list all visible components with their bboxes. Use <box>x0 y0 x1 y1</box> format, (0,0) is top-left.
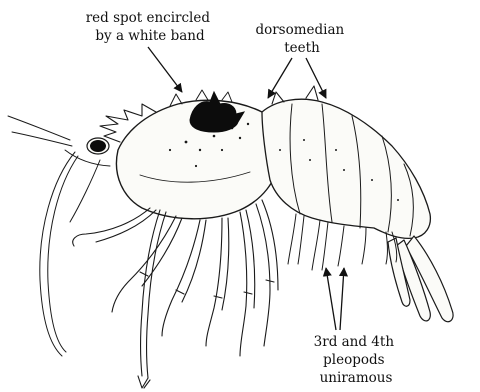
antenna-long-inner <box>48 156 78 352</box>
chela-arm <box>141 210 161 376</box>
carapace <box>100 90 280 219</box>
leg-joints <box>140 272 274 298</box>
walking-legs <box>73 200 278 356</box>
antennule-lower <box>12 132 72 146</box>
eye-cornea <box>90 140 106 152</box>
antennal-scale-edge <box>70 160 100 222</box>
pereopod-3 <box>206 218 222 346</box>
pleopod-arrow-right <box>340 268 344 330</box>
red-spot-label-line1: red spot encircled <box>86 10 211 26</box>
pleopod-2 <box>312 220 328 270</box>
antennule-upper <box>8 116 70 140</box>
pleopod-3 <box>338 226 344 266</box>
dorsomedian-label-line2: teeth <box>284 40 320 56</box>
red-spot-arrow <box>148 47 182 92</box>
chela-arm-inner <box>147 212 167 378</box>
red-spot-label: red spot encircled by a white band <box>86 10 215 44</box>
tail-fan <box>388 236 453 322</box>
chela-tip <box>138 376 150 388</box>
pleopods-label: 3rd and 4th pleopods uniramous <box>314 334 399 386</box>
pleopod-4 <box>362 228 366 264</box>
pereopod-5 <box>256 204 270 346</box>
pereopod-2-inner <box>182 220 206 302</box>
dorsomedian-label-line1: dorsomedian <box>255 22 344 38</box>
pleopods-label-line3: uniramous <box>320 370 393 386</box>
long-chela <box>138 210 166 388</box>
dorsomedian-teeth-label: dorsomedian teeth <box>255 22 348 56</box>
third-maxilliped <box>73 208 150 246</box>
third-maxilliped-inner <box>96 210 156 242</box>
pleopods-label-line2: pleopods <box>323 352 384 368</box>
pleopod-arrow-left <box>326 268 336 330</box>
red-spot-label-line2: by a white band <box>95 28 205 44</box>
pereopod-1 <box>112 216 176 312</box>
red-spot <box>190 92 244 132</box>
antenna-long <box>40 152 75 356</box>
pereopod-3-inner <box>222 218 229 310</box>
abdomen-outline <box>262 99 430 238</box>
pereopod-4 <box>240 212 247 356</box>
dorsomedian-arrow-left <box>268 58 292 98</box>
eye <box>87 138 109 154</box>
pleopods-label-line1: 3rd and 4th <box>314 334 395 350</box>
abdomen <box>262 86 430 238</box>
pleopod-1 <box>288 214 304 264</box>
pereopod-2 <box>162 220 200 336</box>
